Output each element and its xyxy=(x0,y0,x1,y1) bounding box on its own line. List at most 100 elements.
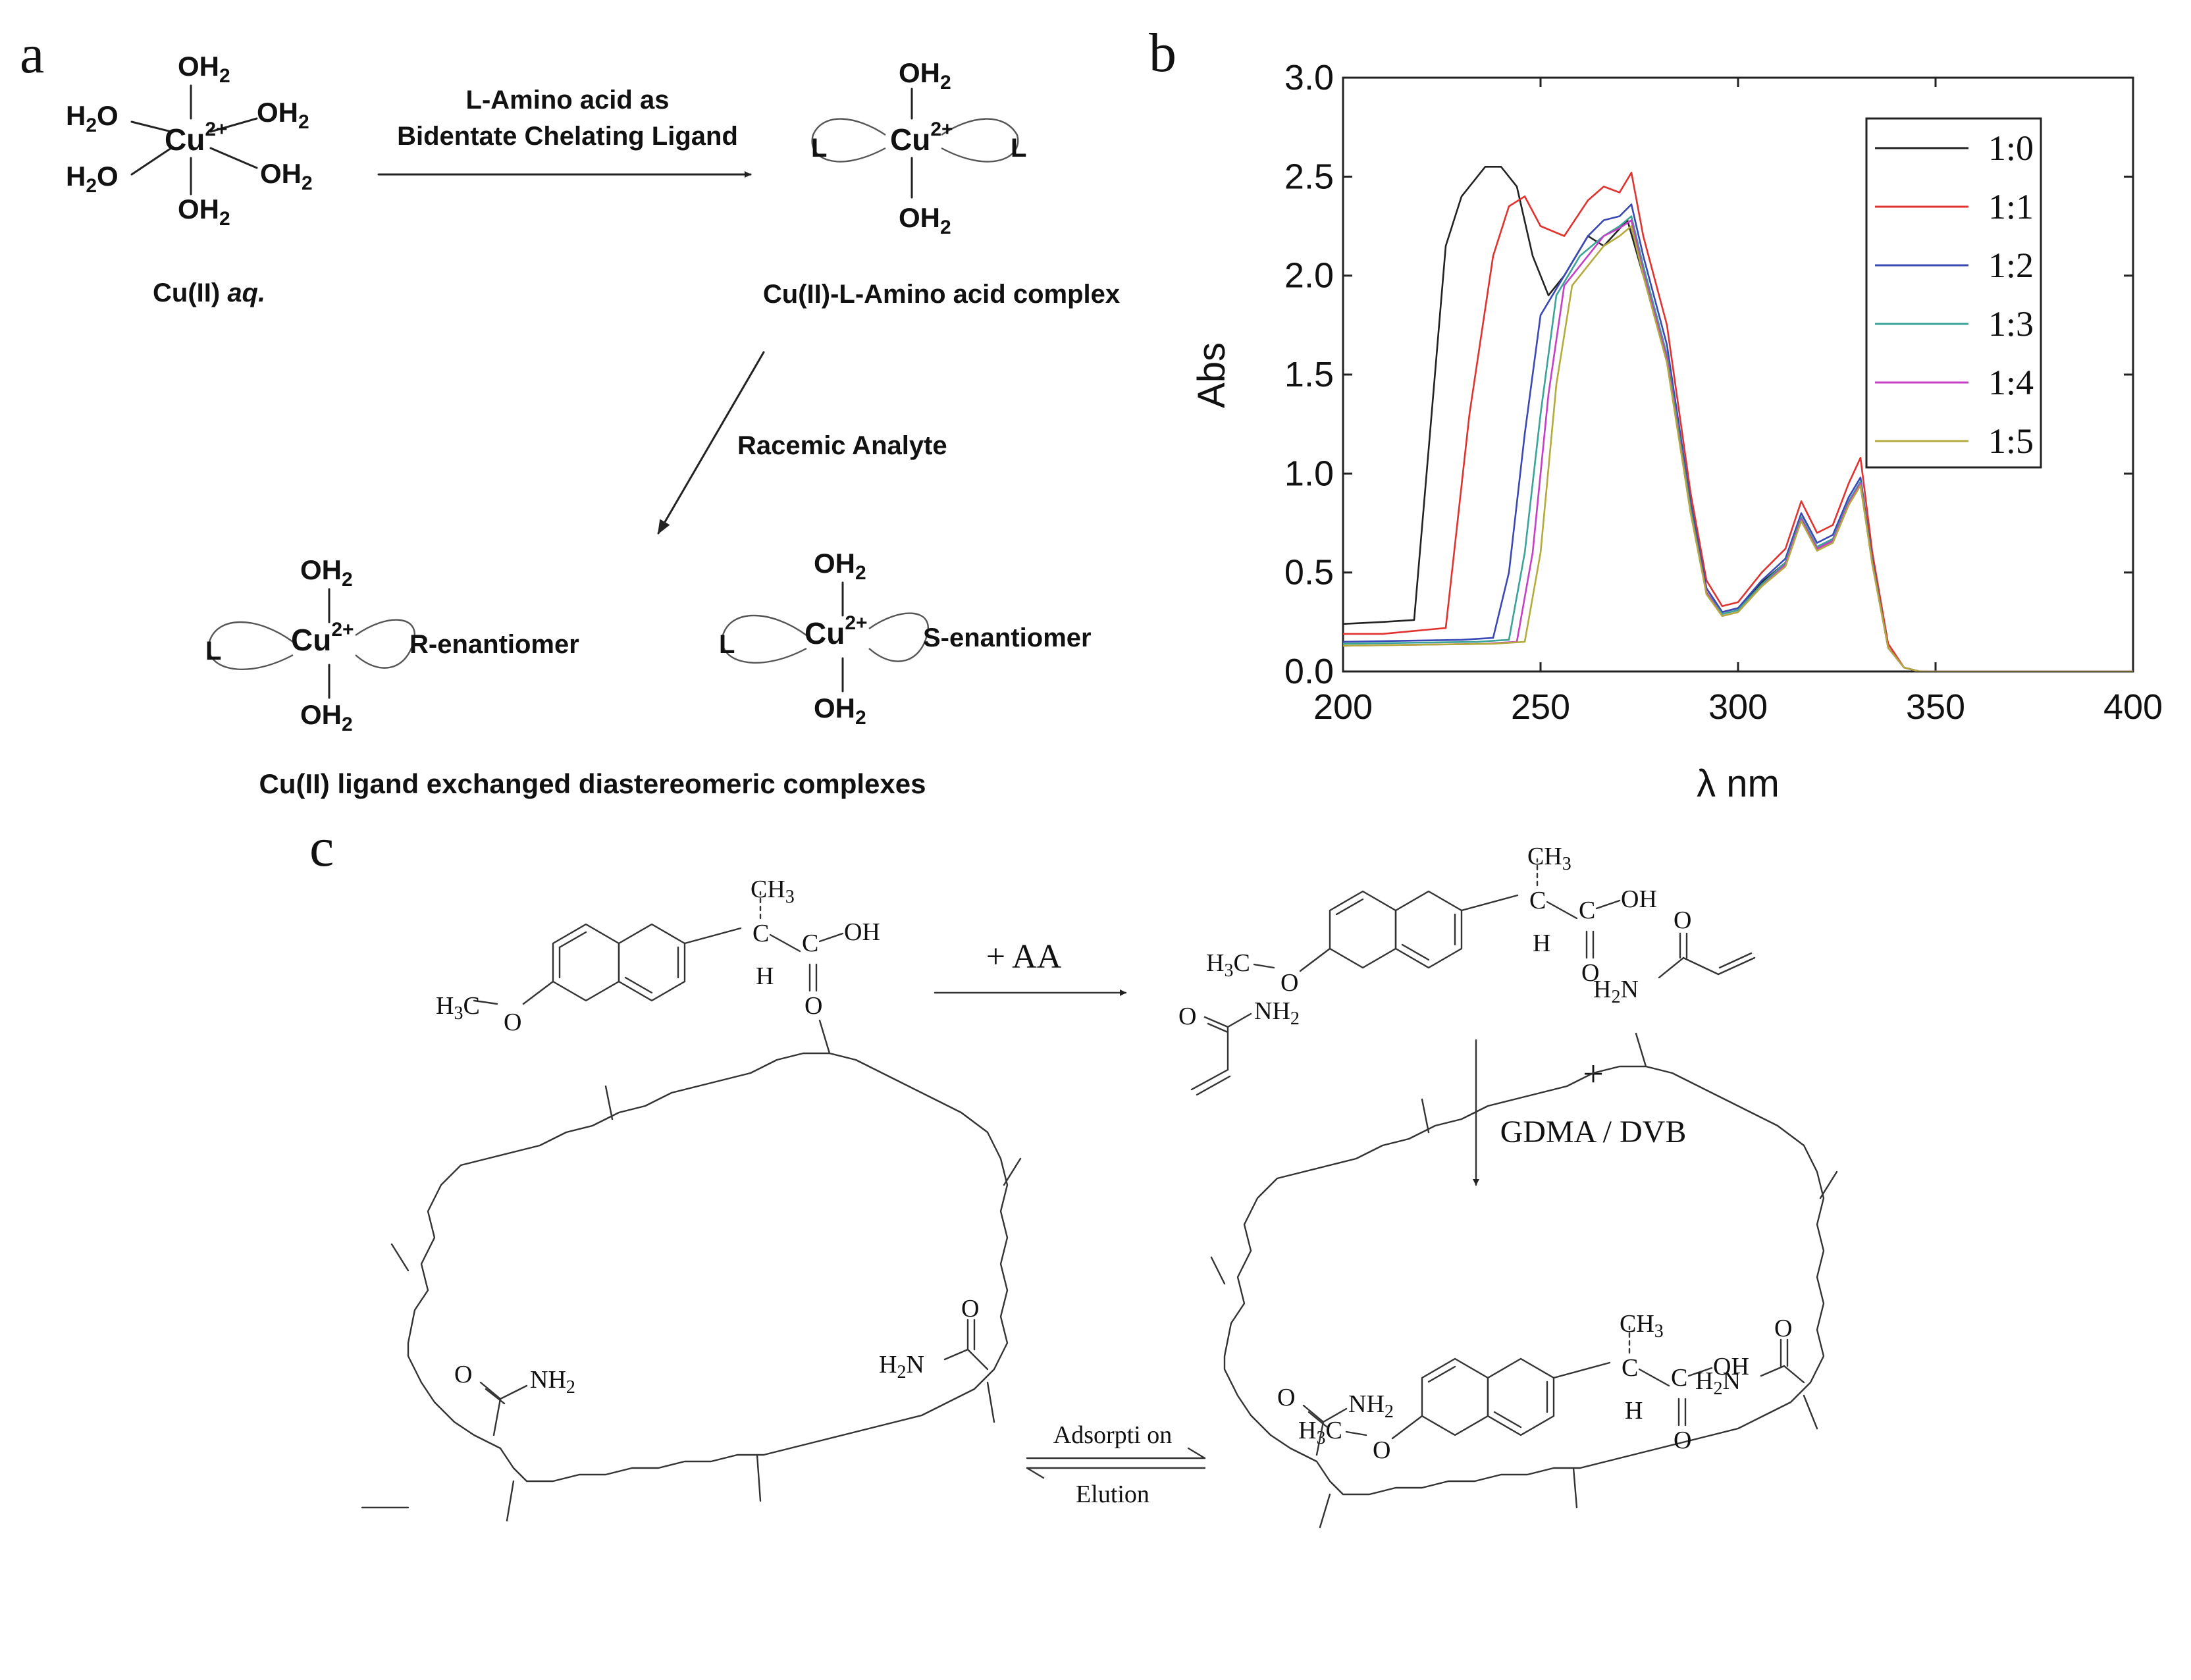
s-enantiomer-complex: L OH2 Cu2+ OH2 S-enantiomer xyxy=(719,548,1092,729)
bottom-caption: Cu(II) ligand exchanged diastereomeric c… xyxy=(259,768,926,799)
oh2-complex-bottom: OH2 xyxy=(899,202,951,238)
panel-c: c CH3 C H C OH O H3C O + AA xyxy=(309,817,1838,1529)
h2o-upper-left: H2O xyxy=(66,100,119,136)
ligand-l-s: L xyxy=(719,630,735,659)
legend-label: 1:5 xyxy=(1988,421,2034,461)
bound-amide-left-o: O xyxy=(1277,1384,1295,1411)
oh2-complex-top: OH2 xyxy=(899,57,951,93)
imprinted-polymer-empty: O NH2 O H2N xyxy=(361,1019,1022,1522)
ligand-l-r: L xyxy=(205,637,221,666)
y-axis-label: Abs xyxy=(1190,342,1233,408)
oh2-r-top: OH2 xyxy=(300,554,353,591)
amide-right-o: O xyxy=(961,1295,979,1323)
bound-oh: OH xyxy=(1713,1353,1749,1380)
panel-a-label: a xyxy=(20,24,44,85)
bound-amide-right-o: O xyxy=(1774,1315,1792,1342)
h2o-lower-left: H2O xyxy=(66,161,119,197)
legend-label: 1:3 xyxy=(1988,304,2034,344)
x-axis-label: λ nm xyxy=(1697,762,1780,805)
aa-left-nh2: NH2 xyxy=(1254,997,1300,1029)
x-tick-label: 200 xyxy=(1313,687,1373,727)
ch3-label: CH3 xyxy=(751,876,795,907)
carbonyl-c-label-2: C xyxy=(1579,897,1595,924)
cu-aq-caption: Cu(II) aq. xyxy=(153,278,265,307)
bound-ch3: CH3 xyxy=(1620,1310,1664,1342)
oh2-r-bottom: OH2 xyxy=(300,699,353,735)
series-line-6 xyxy=(1343,225,2133,671)
ether-o-label-2: O xyxy=(1280,969,1298,997)
cu-aqua-complex: OH2 H2O OH2 Cu2+ H2O OH2 OH2 xyxy=(66,51,313,230)
series-line-2 xyxy=(1343,171,2133,671)
elution-label: Elution xyxy=(1076,1481,1149,1508)
legend-label: 1:0 xyxy=(1988,128,2034,168)
y-tick-label: 2.5 xyxy=(1284,157,1334,196)
ligand-l-left: L xyxy=(811,134,827,163)
x-tick-label: 250 xyxy=(1511,687,1570,727)
adsorption-label: Adsorpti on xyxy=(1053,1421,1173,1449)
h-label: H xyxy=(756,962,774,990)
h3c-label-2: H3C xyxy=(1206,949,1250,981)
r-enantiomer-label: R-enantiomer xyxy=(409,630,579,659)
amide-left-nh2: NH2 xyxy=(530,1366,575,1398)
y-tick-label: 1.5 xyxy=(1284,355,1334,394)
c-label: C xyxy=(752,920,769,947)
arrow-label-line1: L-Amino acid as xyxy=(466,86,670,115)
y-tick-label: 3.0 xyxy=(1284,58,1334,97)
bound-h: H xyxy=(1625,1397,1643,1425)
cu-complex-center: Cu2+ xyxy=(890,118,953,157)
x-axis: 200 250 300 350 400 xyxy=(1313,78,2163,727)
y-tick-label: 1.0 xyxy=(1284,454,1334,493)
oh2-top: OH2 xyxy=(178,51,230,87)
o-label-2: O xyxy=(1581,959,1599,987)
legend-label: 1:2 xyxy=(1988,246,2034,285)
arrow-label-line2: Bidentate Chelating Ligand xyxy=(397,122,738,151)
y-tick-label: 2.0 xyxy=(1284,256,1334,296)
legend: 1:0 1:1 1:2 1:3 1:4 1:5 xyxy=(1865,117,2042,469)
bound-ether-o: O xyxy=(1373,1436,1390,1464)
racemic-arrow xyxy=(657,351,765,535)
oh2-s-bottom: OH2 xyxy=(814,693,866,729)
r-enantiomer-complex: L OH2 Cu2+ OH2 R-enantiomer xyxy=(205,554,579,735)
carbonyl-c-label: C xyxy=(802,930,818,957)
bound-amide-right-h2n: H2N xyxy=(1695,1367,1741,1399)
legend-label: 1:4 xyxy=(1988,363,2034,402)
oh2-bottom: OH2 xyxy=(178,194,230,230)
s-enantiomer-label: S-enantiomer xyxy=(923,623,1092,652)
amide-right-h2n: H2N xyxy=(879,1351,924,1382)
x-tick-label: 300 xyxy=(1708,687,1768,727)
bound-o: O xyxy=(1674,1427,1691,1454)
aa-left-o: O xyxy=(1178,1003,1196,1030)
x-tick-label: 350 xyxy=(1906,687,1965,727)
x-tick-label: 400 xyxy=(2103,687,2163,727)
o-label: O xyxy=(805,992,822,1020)
bound-c: C xyxy=(1622,1354,1638,1382)
oh2-s-top: OH2 xyxy=(814,548,866,584)
ligand-l-right: L xyxy=(1011,134,1026,163)
legend-box xyxy=(1865,117,2042,469)
oh2-upper-right: OH2 xyxy=(257,97,309,133)
oh-label-2: OH xyxy=(1621,885,1657,913)
cu-r-center: Cu2+ xyxy=(291,619,354,657)
h3c-label: H3C xyxy=(436,992,480,1024)
cu-ligand-complex: L L OH2 Cu2+ OH2 xyxy=(811,57,1026,238)
cu-s-center: Cu2+ xyxy=(805,612,868,650)
complex-caption: Cu(II)-L-Amino acid complex xyxy=(763,280,1120,309)
bound-carbonyl-c: C xyxy=(1671,1364,1687,1392)
pre-assembly-complex: CH3 C H C OH O H3C O O H2N O NH2 xyxy=(1178,843,1756,1096)
racemic-label: Racemic Analyte xyxy=(737,431,947,460)
amide-left-o: O xyxy=(454,1361,472,1388)
panel-a: a OH2 H2O OH2 Cu2+ H2O OH2 OH2 Cu(II) aq… xyxy=(20,24,1120,799)
naproxen-molecule: CH3 C H C OH O H3C O xyxy=(436,876,880,1036)
aa-right-o: O xyxy=(1674,906,1691,934)
bound-amide-left-nh2: NH2 xyxy=(1348,1390,1394,1422)
panel-c-label: c xyxy=(309,817,334,878)
panel-b-label: b xyxy=(1149,22,1176,84)
ether-o-label: O xyxy=(504,1009,521,1036)
plus-sign: + xyxy=(1583,1054,1604,1095)
imprinted-polymer-bound: CH3 C H C OH O H3C O O NH2 O H2N xyxy=(1210,1032,1838,1529)
legend-label: 1:1 xyxy=(1988,187,2034,226)
c-label-2: C xyxy=(1529,887,1546,914)
y-tick-label: 0.5 xyxy=(1284,553,1334,592)
